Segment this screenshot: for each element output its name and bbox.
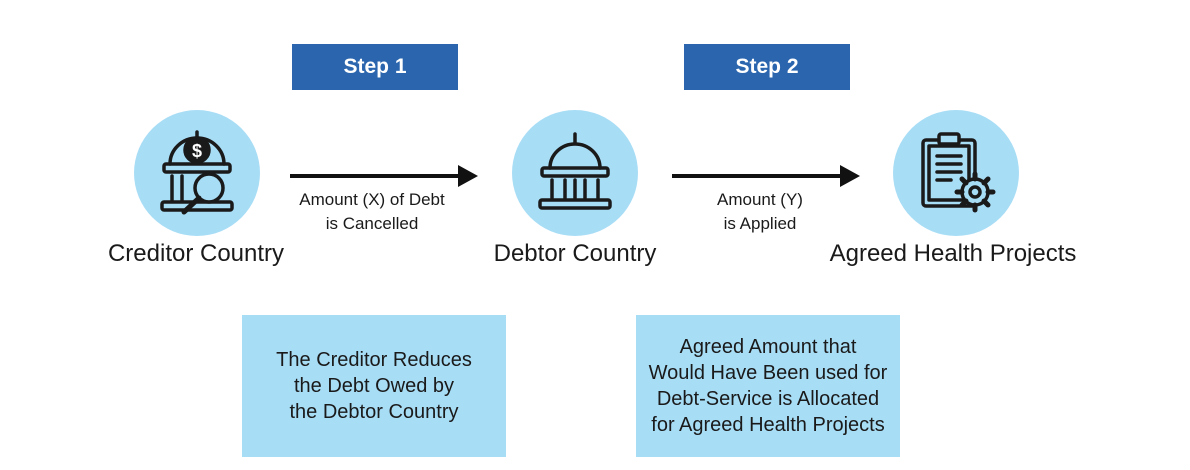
step-1-arrow-line1: Amount (X) of Debt [299, 190, 445, 209]
bank-dollar-magnifier-icon: $ [160, 130, 234, 215]
step-2-description-box: Agreed Amount that Would Have Been used … [636, 315, 900, 457]
step-1-arrow [290, 165, 478, 187]
step-1-description-box: The Creditor Reduces the Debt Owed by th… [242, 315, 506, 457]
step-2-description-line: for Agreed Health Projects [651, 414, 885, 436]
clipboard-gear-icon [921, 132, 996, 213]
svg-text:$: $ [192, 141, 202, 161]
government-building-icon [538, 132, 612, 210]
step-1-arrow-label: Amount (X) of Debt is Cancelled [272, 188, 472, 236]
step-2-badge: Step 2 [684, 44, 850, 90]
step-1-badge: Step 1 [292, 44, 458, 90]
agreed-health-projects-node [893, 110, 1019, 236]
step-1-description-line: the Debtor Country [289, 401, 459, 423]
agreed-health-projects-label: Agreed Health Projects [829, 240, 1077, 267]
step-1-description-line: the Debt Owed by [293, 375, 455, 397]
step-2-description-line: Agreed Amount that [679, 336, 857, 358]
step-1-arrow-line2: is Cancelled [325, 214, 419, 233]
step-2-arrow-line1: Amount (Y) [717, 190, 803, 209]
step-2-arrow-line2: is Applied [723, 214, 797, 233]
step-2-description-line: Would Have Been used for [648, 362, 888, 384]
creditor-country-node: $ [134, 110, 260, 236]
creditor-country-label: Creditor Country [107, 240, 285, 267]
step-1-description-line: The Creditor Reduces [276, 349, 472, 371]
step-2-description-line: Debt-Service is Allocated [656, 388, 880, 410]
step-2-label: Step 2 [735, 55, 799, 78]
step-2-arrow-label: Amount (Y) is Applied [660, 188, 860, 236]
debtor-country-node [512, 110, 638, 236]
debtor-country-label: Debtor Country [493, 240, 657, 267]
step-2-arrow [672, 165, 860, 187]
step-1-label: Step 1 [343, 55, 407, 78]
